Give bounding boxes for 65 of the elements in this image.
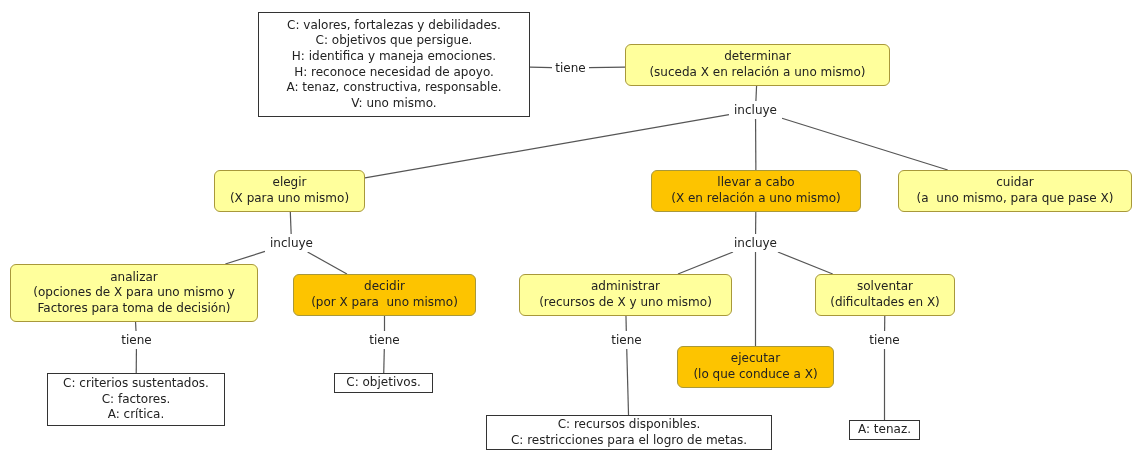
concept-box: [214, 170, 365, 212]
concept-box: [898, 170, 1132, 212]
note-text: H: reconoce necesidad de apoyo.: [293, 64, 495, 81]
concept-description: (X para uno mismo): [228, 191, 351, 207]
concept-box: [519, 274, 732, 316]
concept-title: elegir: [271, 175, 308, 191]
concept-description: (opciones de X para uno mismo y Factores para toma de decisión): [32, 285, 236, 317]
concept-box: [10, 264, 258, 322]
concept-box: [651, 170, 861, 212]
connector-line: [781, 117, 949, 171]
concept-description: (suceda X en relación a uno mismo): [648, 65, 867, 81]
concept-title: cuidar: [995, 175, 1035, 191]
connector-line: [135, 348, 137, 374]
linking-phrase: incluye: [729, 234, 782, 252]
note-text: A: tenaz, constructiva, responsable.: [285, 80, 503, 96]
connector-line: [588, 66, 626, 69]
concept-description: (a uno mismo, para que pase X): [915, 191, 1115, 207]
concept-description: (por X para uno mismo): [310, 295, 459, 311]
concept-box: [293, 274, 476, 316]
note-text: C: valores, fortalezas y debilidades.: [286, 17, 502, 34]
connector-line: [529, 66, 553, 69]
connector-line: [754, 251, 757, 347]
note-text: H: identifica y maneja emociones.: [290, 48, 498, 65]
concept-box: [677, 346, 834, 388]
note-text: C: objetivos que persigue.: [314, 33, 474, 49]
note-box: [47, 373, 225, 426]
connector-line: [383, 348, 385, 374]
connector-line: [754, 118, 757, 171]
note-text: C: criterios sustentados.: [62, 376, 210, 392]
note-text: C: objetivos.: [345, 375, 422, 391]
concept-description: (lo que conduce a X): [692, 367, 819, 383]
connector-line: [883, 348, 886, 421]
concept-title: administrar: [589, 279, 662, 295]
connector-line: [289, 211, 292, 235]
concept-title: solventar: [856, 279, 914, 295]
concept-description: (recursos de X y uno mismo): [538, 295, 713, 311]
note-box: [258, 12, 530, 117]
concept-box: [625, 44, 890, 86]
concept-description: (dificultades en X): [829, 295, 941, 311]
note-text: A: crítica.: [106, 407, 166, 423]
concept-title: decidir: [363, 279, 406, 295]
connector-line: [677, 251, 734, 275]
note-text: C: restricciones para el logro de metas.: [509, 432, 749, 449]
connector-line: [224, 250, 266, 265]
note-box: [486, 415, 772, 450]
connector-line: [626, 348, 630, 416]
connector-line: [307, 251, 348, 275]
note-text: A: tenaz.: [857, 422, 912, 438]
note-text: C: factores.: [100, 391, 172, 408]
connector-line: [777, 251, 834, 275]
concept-title: analizar: [109, 269, 159, 286]
concept-title: determinar: [723, 49, 792, 65]
concept-box: [815, 274, 955, 316]
connector-line: [364, 114, 730, 179]
connector-line: [625, 315, 627, 332]
note-text: C: recursos disponibles.: [556, 416, 702, 433]
connector-line: [755, 211, 757, 235]
note-text: V: uno mismo.: [350, 95, 438, 112]
note-box: [849, 420, 920, 440]
concept-title: ejecutar: [729, 351, 782, 367]
concept-description: (X en relación a uno mismo): [670, 191, 842, 207]
connector-line: [134, 321, 137, 332]
connector-line: [755, 85, 758, 102]
concept-title: llevar a cabo: [716, 175, 796, 191]
note-box: [334, 373, 433, 393]
